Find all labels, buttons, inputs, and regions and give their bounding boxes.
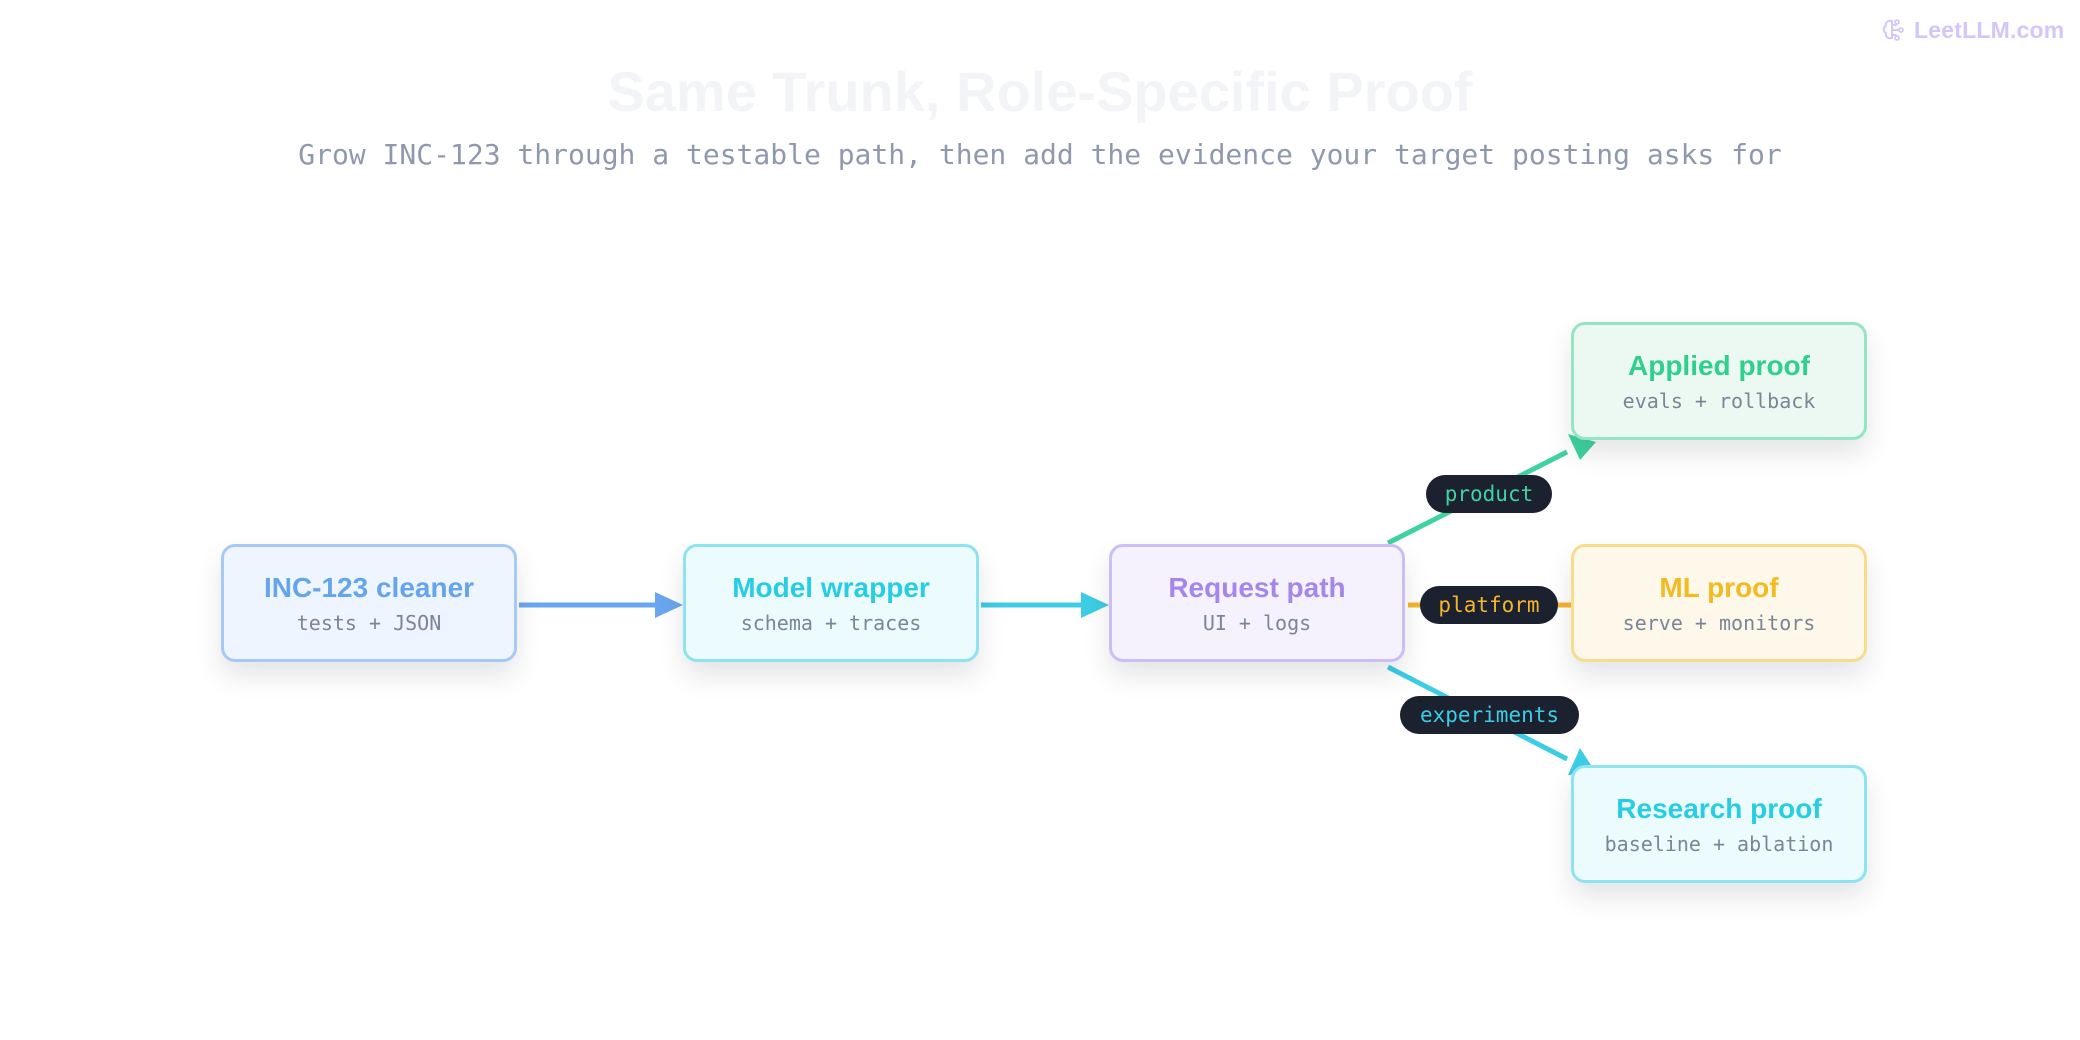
node-title: INC-123 cleaner [263,572,475,603]
diagram-title: Same Trunk, Role-Specific Proof [607,60,1473,123]
node-applied-proof: Applied proof evals + rollback [1571,322,1867,440]
edge-label-product: product [1426,475,1552,513]
node-title: Applied proof [1628,350,1810,381]
node-subtitle: evals + rollback [1622,389,1816,413]
brand[interactable]: LeetLLM.com [1880,14,2064,46]
node-request-path: Request path UI + logs [1109,544,1405,662]
node-title: Request path [1168,572,1346,603]
node-subtitle: UI + logs [1202,611,1312,635]
node-subtitle: baseline + ablation [1604,832,1834,856]
arrowhead-request [1081,592,1109,618]
node-ml-proof: ML proof serve + monitors [1571,544,1867,662]
brain-icon [1882,19,1904,41]
node-subtitle: schema + traces [740,611,922,635]
edge-label-experiments: experiments [1400,696,1579,734]
node-title: Research proof [1616,793,1822,824]
node-model-wrapper: Model wrapper schema + traces [683,544,979,662]
node-subtitle: tests + JSON [296,611,442,635]
node-title: ML proof [1659,572,1779,603]
arrowhead-wrapper [655,592,683,618]
node-research-proof: Research proof baseline + ablation [1571,765,1867,883]
node-subtitle: serve + monitors [1622,611,1816,635]
diagram-subtitle: Grow INC-123 through a testable path, th… [298,138,1782,171]
node-inc123-cleaner: INC-123 cleaner tests + JSON [221,544,517,662]
node-title: Model wrapper [732,572,930,603]
brand-name: LeetLLM.com [1914,16,2065,43]
edge-label-platform: platform [1420,586,1558,624]
arrowhead-applied [1568,434,1596,460]
